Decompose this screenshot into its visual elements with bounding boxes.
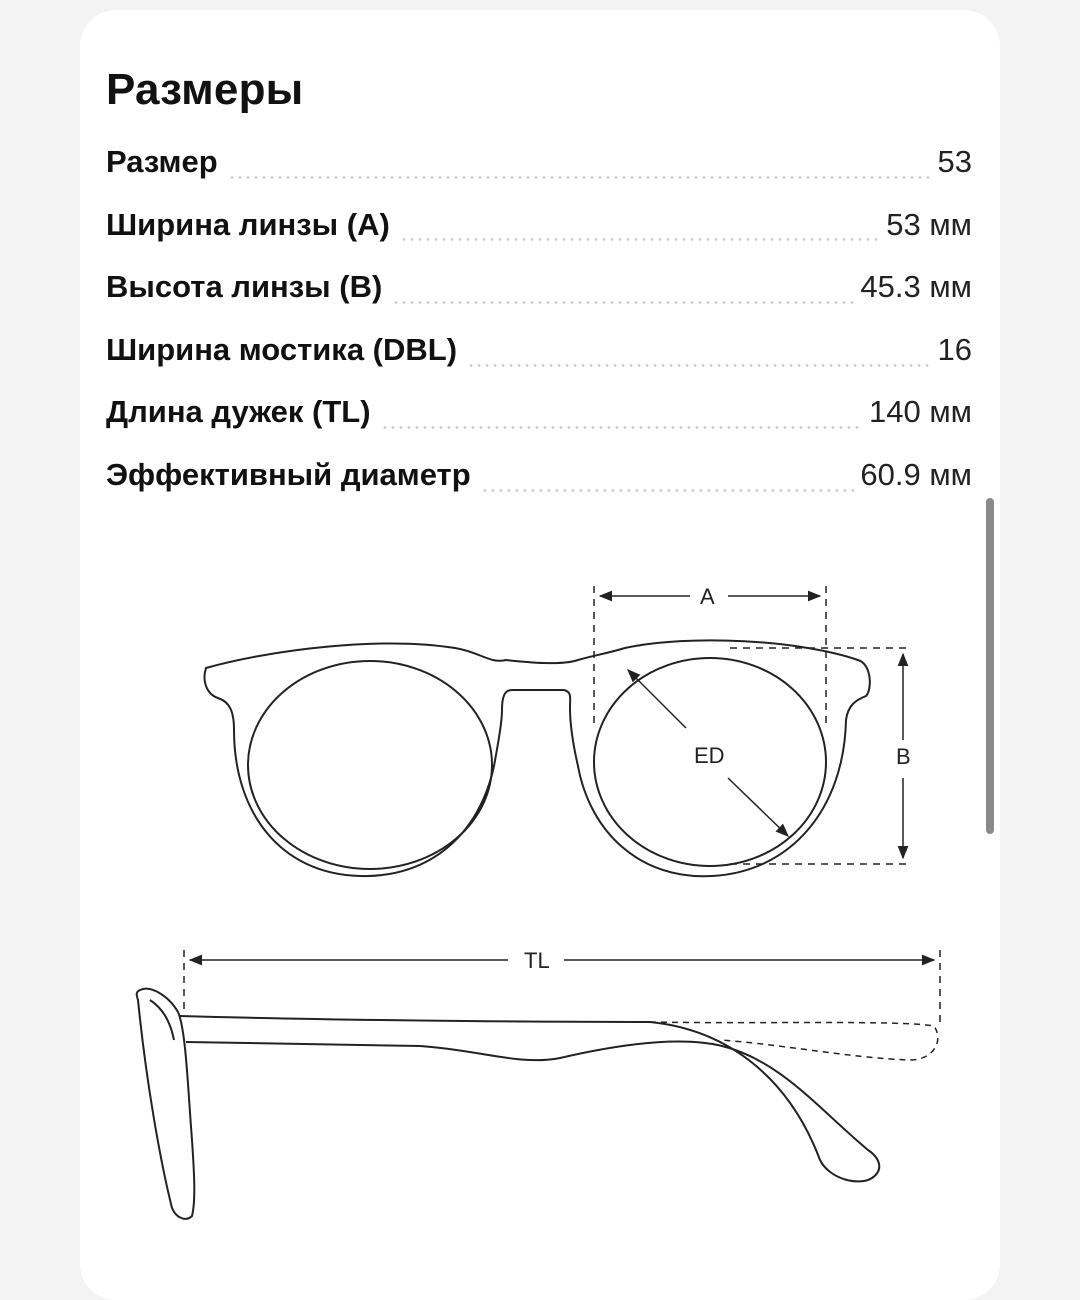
dotted-leader [380,426,864,430]
spec-label: Ширина линзы (A) [106,206,390,242]
spec-label: Высота линзы (B) [106,269,383,305]
dotted-leader [480,488,855,492]
dotted-leader [392,300,855,304]
spec-row-size: Размер 53 [106,138,972,201]
spec-value: 53 мм [886,206,972,242]
spec-value: 45.3 мм [860,269,972,305]
specs-list: Размер 53 Ширина линзы (A) 53 мм Высота … [106,138,972,514]
spec-label: Ширина мостика (DBL) [106,331,458,367]
scrollbar-thumb[interactable] [986,498,994,834]
spec-row-lens-width: Ширина линзы (A) 53 мм [106,201,972,264]
spec-value: 16 [937,331,972,367]
spec-value: 60.9 мм [860,456,972,492]
spec-row-lens-height: Высота линзы (B) 45.3 мм [106,263,972,326]
spec-row-temple-length: Длина дужек (TL) 140 мм [106,388,972,451]
spec-label: Эффективный диаметр [106,456,471,492]
dotted-leader [467,363,932,367]
section-title: Размеры [106,65,304,114]
spec-value: 53 [937,144,972,179]
spec-row-bridge-width: Ширина мостика (DBL) 16 [106,326,972,389]
dotted-leader [399,238,881,242]
spec-row-effective-diameter: Эффективный диаметр 60.9 мм [106,451,972,514]
dotted-leader [227,175,932,179]
spec-value: 140 мм [869,394,972,430]
spec-label: Размер [106,144,218,179]
spec-label: Длина дужек (TL) [106,394,371,430]
